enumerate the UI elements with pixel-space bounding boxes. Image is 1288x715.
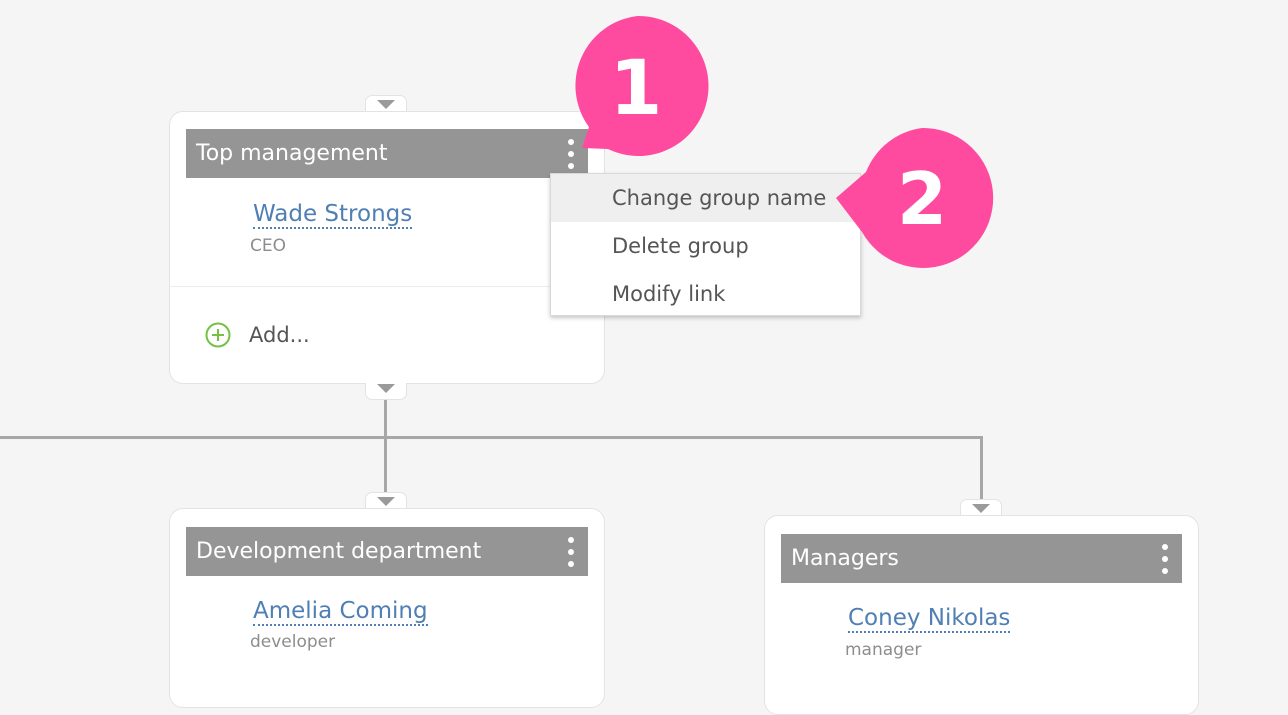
connector-arrow-icon [365, 95, 407, 112]
speech-bubble-icon: 1 [575, 15, 709, 156]
member-role: developer [250, 632, 336, 652]
group-title: Managers [791, 546, 899, 571]
vertical-dots-icon[interactable] [564, 536, 578, 567]
vertical-dots-icon[interactable] [564, 138, 578, 169]
connector-arrow-icon [365, 492, 407, 509]
add-label: Add... [249, 323, 310, 347]
menu-item-modify-link[interactable]: Modify link [612, 282, 726, 306]
menu-item-delete-group[interactable]: Delete group [612, 234, 749, 258]
connector-line-horizontal [0, 436, 983, 439]
member-name-link[interactable]: Wade Strongs [253, 201, 413, 229]
menu-item-change-group-name[interactable]: Change group name [551, 174, 860, 222]
connector-line-top-to-dev [384, 396, 387, 494]
group-title: Development department [196, 539, 482, 564]
group-header: Development department [186, 527, 588, 576]
vertical-dots-icon[interactable] [1158, 543, 1172, 574]
group-header: Managers [781, 534, 1182, 583]
connector-arrow-icon [365, 383, 407, 400]
group-title: Top management [196, 141, 388, 166]
group-header: Top management [186, 129, 588, 178]
connector-line-to-managers [980, 436, 983, 500]
card-divider [170, 286, 604, 287]
member-name-link[interactable]: Amelia Coming [253, 598, 428, 626]
callout-number: 2 [897, 157, 947, 241]
group-context-menu: Change group name Delete group Modify li… [550, 173, 861, 316]
group-card-top-management: Top management Wade Strongs CEO Add... [169, 111, 605, 384]
member-name-link[interactable]: Coney Nikolas [848, 605, 1011, 633]
speech-bubble-icon: 2 [836, 127, 994, 268]
add-member-button[interactable]: Add... [205, 322, 310, 348]
group-card-managers: Managers Coney Nikolas manager [764, 515, 1199, 715]
group-card-development-department: Development department Amelia Coming dev… [169, 508, 605, 708]
callout-number: 1 [610, 43, 663, 132]
member-role: CEO [250, 236, 286, 256]
connector-arrow-icon [960, 499, 1002, 516]
member-role: manager [845, 640, 922, 660]
plus-circle-icon [205, 322, 231, 348]
